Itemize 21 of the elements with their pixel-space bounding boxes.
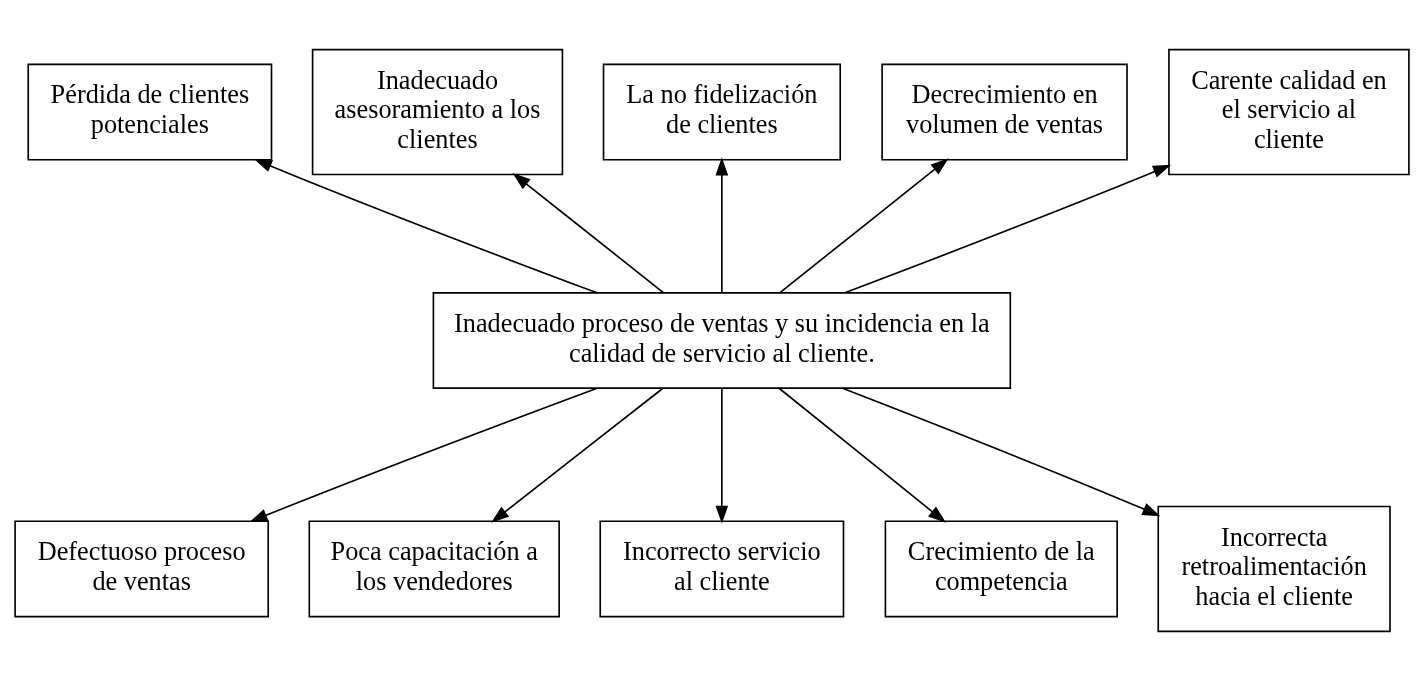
- arrow: [249, 387, 598, 523]
- arrow: [512, 173, 665, 294]
- node-box: Defectuoso proceso de ventas: [14, 520, 270, 618]
- node-box: Crecimiento de la competencia: [884, 520, 1118, 618]
- arrow: [778, 158, 949, 294]
- node-box: Incorrecto servicio al cliente: [599, 520, 845, 618]
- arrow: [253, 159, 598, 294]
- node-box: Incorrecta retroalimentación hacia el cliente: [1157, 505, 1391, 633]
- node-box: Poca capacitación a los vendedores: [308, 520, 560, 618]
- node-box: Pérdida de clientes potenciales: [27, 63, 273, 161]
- arrow: [778, 387, 947, 523]
- arrow: [491, 387, 664, 523]
- arrow: [715, 387, 729, 524]
- arrow: [841, 387, 1161, 517]
- node-box: Carente calidad en el servicio al cliente: [1168, 48, 1410, 176]
- arrow: [844, 164, 1172, 294]
- node-box: La no fidelización de clientes: [602, 63, 842, 161]
- node-box: Decrecimiento en volumen de ventas: [881, 63, 1128, 161]
- node-box: Inadecuado asesoramiento a los clientes: [311, 48, 564, 176]
- node-box: Inadecuado proceso de ventas y su incidencia en la calidad de servicio al cliente.: [432, 292, 1012, 389]
- arrow: [715, 157, 729, 294]
